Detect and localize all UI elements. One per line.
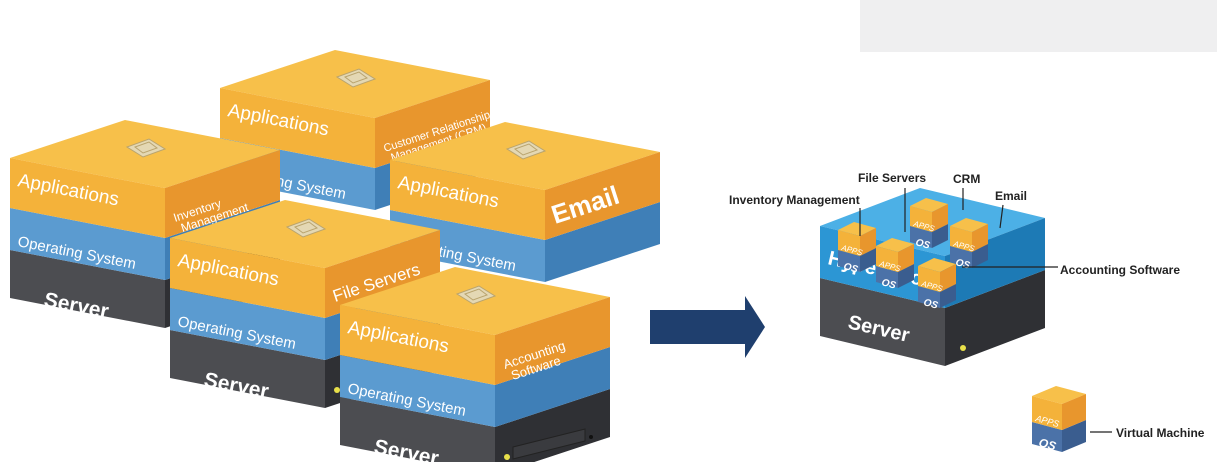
vm-file-servers-os-label: OS bbox=[880, 277, 897, 291]
folder-icon-shape bbox=[285, 218, 327, 238]
screw bbox=[589, 435, 593, 439]
folder-icon-detail bbox=[293, 221, 319, 234]
callout-accounting: Accounting Software bbox=[1060, 263, 1180, 277]
legend-apps-right-face bbox=[1062, 394, 1086, 430]
v-server-box-left-face bbox=[820, 278, 945, 366]
clipboard-icon bbox=[125, 138, 167, 158]
os-box-left-face bbox=[10, 208, 165, 280]
apps-box-right-face bbox=[165, 150, 280, 238]
legend-os-right-face bbox=[1062, 420, 1086, 452]
hypervisor-box-right-face bbox=[945, 218, 1045, 308]
vm-email-os-label: OS bbox=[954, 257, 971, 271]
vm-crm-apps-left-face bbox=[910, 206, 932, 232]
vm-inventory-apps-top bbox=[838, 222, 876, 236]
vm-inventory-apps-left-face bbox=[838, 230, 860, 256]
apps-box-right-face bbox=[375, 80, 490, 168]
vm-accounting-apps-right-face bbox=[940, 264, 956, 292]
vm-file-servers-os-left-face bbox=[876, 266, 898, 288]
vm-email-apps-top bbox=[950, 218, 988, 232]
clipboard-icon-shape bbox=[125, 138, 167, 158]
power-led bbox=[504, 454, 510, 460]
envelope-icon-shape bbox=[505, 140, 547, 160]
vm-crm-apps-right-face bbox=[932, 204, 948, 232]
clipboard-icon-detail bbox=[133, 141, 159, 154]
os-box-left-face bbox=[340, 355, 495, 427]
vm-email-apps-right-face bbox=[972, 224, 988, 252]
server-box-right-face bbox=[495, 389, 610, 462]
vm-accounting-apps-top bbox=[918, 258, 956, 272]
spreadsheet-icon-shape bbox=[455, 285, 497, 305]
v-power-led bbox=[960, 345, 966, 351]
power-led bbox=[334, 387, 340, 393]
legend-apps-top bbox=[1032, 386, 1086, 404]
apps-box-right-face bbox=[545, 152, 660, 240]
handshake-icon bbox=[335, 68, 377, 88]
vm-crm-os-left-face bbox=[910, 226, 932, 248]
vm-accounting-apps-left-face bbox=[918, 266, 940, 292]
callout-crm: CRM bbox=[953, 172, 980, 186]
apps-box-left-face bbox=[220, 88, 375, 168]
apps-box-left-face bbox=[340, 305, 495, 385]
os-box-right-face bbox=[545, 202, 660, 282]
vm-inventory-apps-right-face bbox=[860, 228, 876, 256]
legend-apps-left-face bbox=[1032, 396, 1062, 430]
os-box-right-face bbox=[495, 347, 610, 427]
legend-os-label: OS bbox=[1037, 435, 1057, 453]
folder-icon bbox=[285, 218, 327, 238]
vm-inventory-os-label: OS bbox=[842, 261, 859, 275]
os-box-left-face bbox=[170, 288, 325, 360]
callout-email-leader bbox=[999, 204, 1004, 229]
spreadsheet-icon-detail bbox=[463, 288, 489, 301]
envelope-icon bbox=[505, 140, 547, 160]
callout-inventory: Inventory Management bbox=[729, 193, 860, 207]
apps-box-right-face bbox=[495, 297, 610, 385]
vm-file-servers-apps-right-face bbox=[898, 244, 914, 272]
virtualized-host: HypervisorServerAPPSOSAPPSOSAPPSOSAPPSOS… bbox=[820, 188, 1045, 366]
vm-inventory-os-left-face bbox=[838, 250, 860, 272]
apps-box-left-face bbox=[390, 160, 545, 240]
legend-label: Virtual Machine bbox=[1116, 426, 1205, 440]
vm-email-apps-left-face bbox=[950, 226, 972, 252]
callout-email: Email bbox=[995, 189, 1027, 203]
vm-file-servers-apps-left-face bbox=[876, 246, 898, 272]
server-box-left-face bbox=[10, 250, 165, 328]
v-server-box-right-face bbox=[945, 270, 1045, 366]
placeholder-panel bbox=[860, 0, 1217, 52]
vm-crm-os-label: OS bbox=[914, 237, 931, 251]
vm-crm-apps-top bbox=[910, 198, 948, 212]
vm-email-os-left-face bbox=[950, 246, 972, 268]
handshake-icon-detail bbox=[343, 71, 369, 84]
apps-box-left-face bbox=[170, 238, 325, 318]
drive-bay bbox=[512, 428, 586, 460]
server-box-left-face bbox=[340, 397, 495, 462]
transition-arrow-icon bbox=[650, 296, 765, 358]
vm-accounting-os-label: OS bbox=[922, 297, 939, 311]
apps-box-right-face bbox=[325, 230, 440, 318]
spreadsheet-icon bbox=[455, 285, 497, 305]
envelope-icon-detail bbox=[513, 143, 539, 156]
apps-box-left-face bbox=[10, 158, 165, 238]
handshake-icon-shape bbox=[335, 68, 377, 88]
vm-file-servers-apps-top bbox=[876, 238, 914, 252]
legend-os-left-face bbox=[1032, 422, 1062, 452]
server-box-left-face bbox=[170, 330, 325, 408]
callout-file-servers: File Servers bbox=[858, 171, 926, 185]
vm-accounting-os-left-face bbox=[918, 286, 940, 308]
